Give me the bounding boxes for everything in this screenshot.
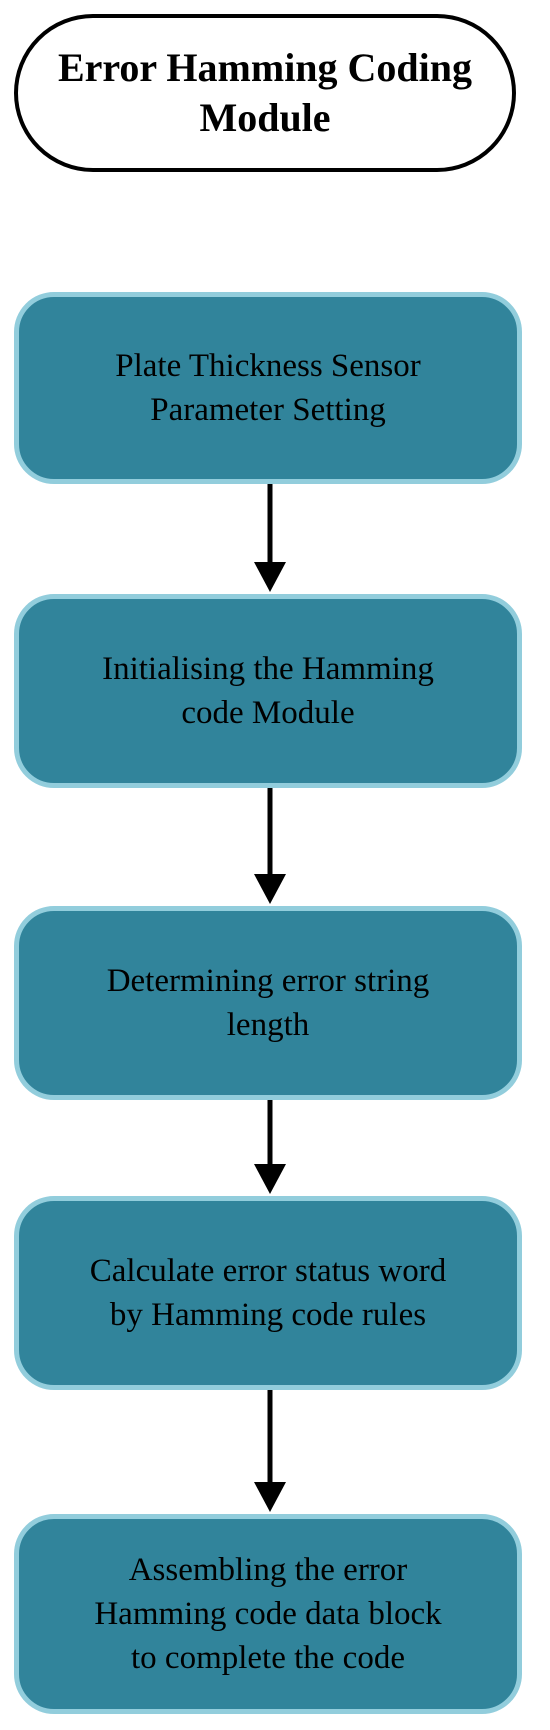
step-label: Assembling the error Hamming code data b… [94, 1552, 442, 1676]
step-assemble-hamming-data-block: Assembling the error Hamming code data b… [14, 1514, 522, 1714]
step-label: Initialising the Hamming code Module [102, 651, 434, 731]
start-terminal: Error Hamming Coding Module [14, 14, 516, 172]
start-terminal-label: Error Hamming Coding Module [57, 45, 473, 140]
step-label: Calculate error status word by Hamming c… [89, 1253, 447, 1333]
step-determine-error-string-length: Determining error string length [14, 906, 522, 1100]
flow-arrow [250, 1100, 290, 1196]
step-initialise-hamming-module: Initialising the Hamming code Module [14, 594, 522, 788]
flow-arrow [250, 788, 290, 906]
flow-arrow [250, 1390, 290, 1514]
step-label: Plate Thickness Sensor Parameter Setting [115, 348, 421, 428]
flow-arrow [250, 484, 290, 594]
step-calculate-error-status-word: Calculate error status word by Hamming c… [14, 1196, 522, 1390]
step-sensor-parameter-setting: Plate Thickness Sensor Parameter Setting [14, 292, 522, 484]
step-label: Determining error string length [106, 963, 430, 1043]
